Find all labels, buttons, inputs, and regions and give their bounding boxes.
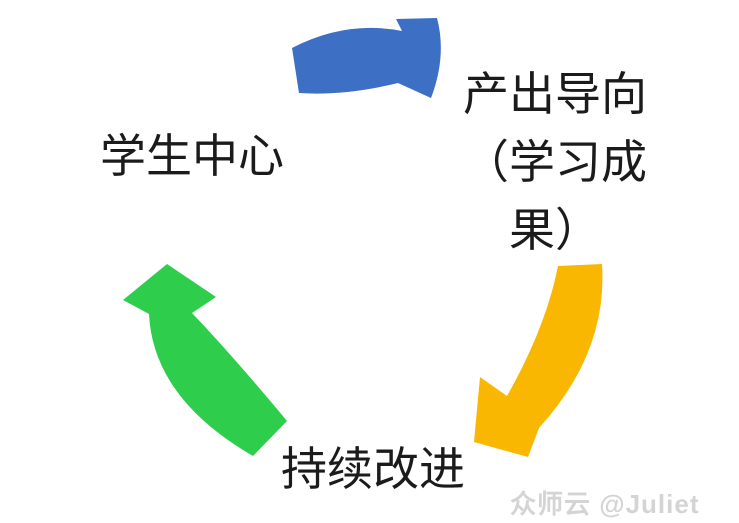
watermark: 众师云 @Juliet <box>510 489 700 519</box>
node-outcome-oriented: 产出导向 （学习成 果） <box>463 68 647 256</box>
node-continuous-improvement: 持续改进 <box>281 443 465 495</box>
node-student-centered: 学生中心 <box>100 130 284 182</box>
arrow-student-to-outcome-icon <box>292 18 441 98</box>
arrow-outcome-to-improvement-icon <box>474 264 603 457</box>
arrow-improvement-to-student-icon <box>123 264 287 456</box>
